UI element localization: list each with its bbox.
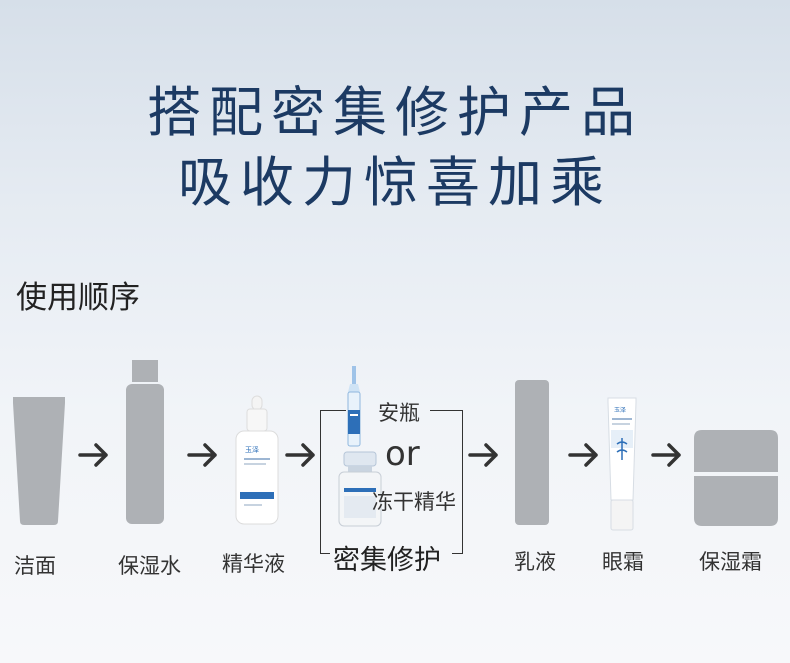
- option-ampoule-label: 安瓶: [378, 401, 420, 425]
- svg-text:玉泽: 玉泽: [614, 406, 626, 414]
- serum-dropper-bottle-icon: 玉泽: [235, 395, 279, 525]
- freeze-dried-vial-icon: [338, 451, 382, 527]
- step-label-cleanser: 洁面: [14, 554, 56, 578]
- bracket-bottom-right-line: [452, 553, 463, 554]
- headline-line-2: 吸收力惊喜加乘: [178, 151, 612, 214]
- step-label-eye-cream: 眼霜: [602, 550, 644, 574]
- step-label-serum: 精华液: [222, 552, 285, 576]
- bracket-left-line: [320, 410, 321, 554]
- lotion-bottle-icon: [515, 380, 549, 525]
- eye-cream-tube-icon: 玉泽: [607, 397, 637, 531]
- bracket-top-left-line: [320, 410, 346, 411]
- cream-jar-icon: [694, 430, 778, 526]
- or-label: or: [385, 434, 420, 474]
- step-label-toner: 保湿水: [118, 554, 181, 578]
- bracket-top-right-line: [430, 410, 463, 411]
- arrow-icon: [285, 443, 315, 467]
- arrow-icon: [468, 443, 498, 467]
- ampoule-icon: [347, 366, 361, 447]
- section-title: 使用顺序: [16, 280, 140, 316]
- bracket-right-line: [462, 410, 463, 554]
- option-freeze-dried-label: 冻干精华: [372, 490, 456, 514]
- arrow-icon: [568, 443, 598, 467]
- bracket-bottom-left-line: [320, 553, 330, 554]
- arrow-icon: [187, 443, 217, 467]
- step-label-lotion: 乳液: [514, 550, 556, 574]
- toner-bottle-icon: [126, 360, 164, 524]
- step-label-cream: 保湿霜: [699, 550, 762, 574]
- svg-text:玉泽: 玉泽: [245, 446, 259, 454]
- headline-line-1: 搭配密集修护产品: [147, 81, 643, 144]
- arrow-icon: [651, 443, 681, 467]
- arrow-icon: [78, 443, 108, 467]
- cleanser-tube-icon: [13, 397, 65, 525]
- step-label-intensive-repair: 密集修护: [333, 545, 441, 576]
